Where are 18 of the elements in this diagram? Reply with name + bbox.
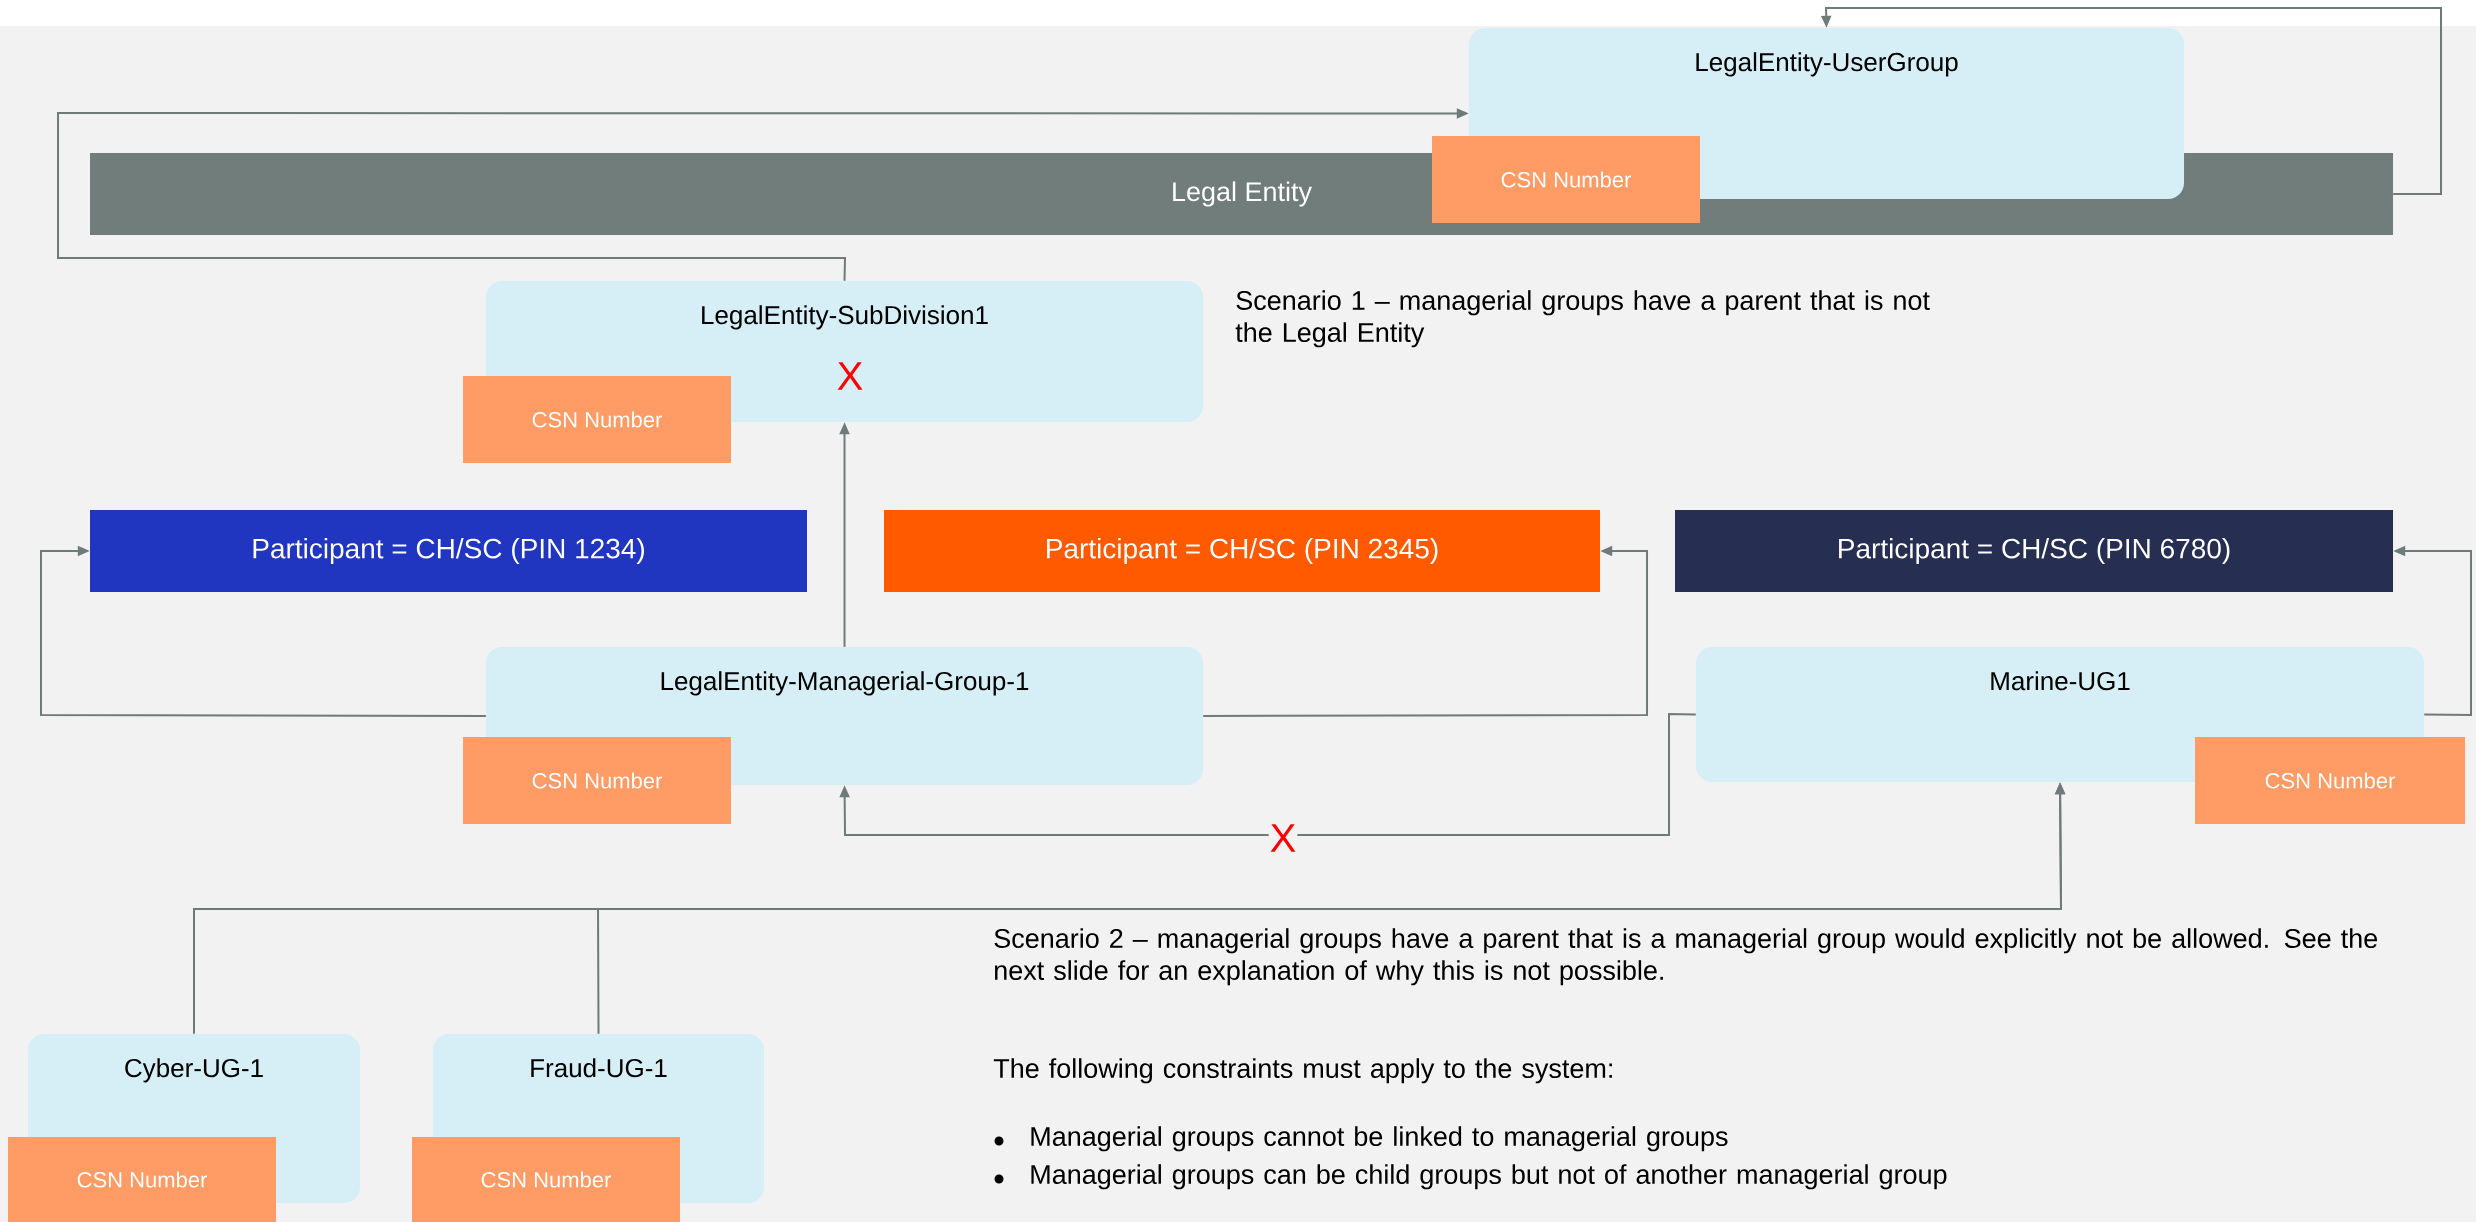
csn-box: CSN Number: [463, 376, 731, 463]
connector-arrow: [40, 545, 487, 717]
participant-bar: Participant = CH/SC (PIN 6780): [1675, 510, 2393, 592]
participant-bar: Participant = CH/SC (PIN 2345): [884, 510, 1600, 592]
csn-box: CSN Number: [8, 1137, 276, 1222]
bullet-item: Managerial groups cannot be linked to managerial groups: [994, 1126, 1728, 1152]
csn-box: CSN Number: [1432, 136, 1700, 223]
csn-box: CSN Number: [412, 1137, 680, 1222]
cross-mark: X: [1268, 823, 1298, 853]
note-text: Scenario 2 – managerial groups have a parent that is a managerial group would explicitly not be allowed. See the next slide for an explanation of why this is not possible.: [994, 928, 2377, 986]
note-text: Scenario 1 – managerial groups have a parent that is not the Legal Entity: [1235, 290, 1930, 348]
cross-mark: X: [835, 361, 865, 391]
connector-arrow: [839, 713, 1697, 836]
participant-bar: Participant = CH/SC (PIN 1234): [90, 510, 807, 592]
csn-box: CSN Number: [2195, 737, 2465, 824]
note-text: The following constraints must apply to the system:: [993, 1058, 1612, 1084]
csn-box: CSN Number: [463, 737, 731, 824]
bullet-item: Managerial groups can be child groups but not of another managerial group: [994, 1164, 1947, 1190]
